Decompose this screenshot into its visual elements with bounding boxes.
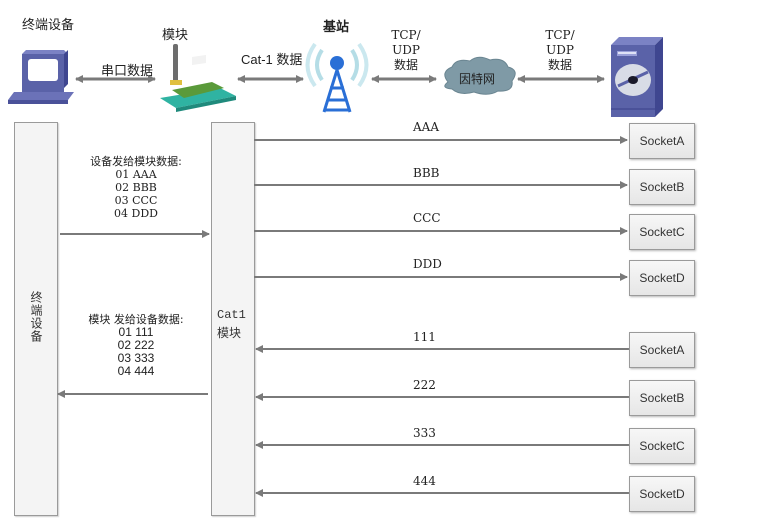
base-station-tower-icon xyxy=(305,42,369,113)
module-to-device-line: 04 444 xyxy=(117,364,155,378)
device-to-module-line: 04 DDD xyxy=(114,207,158,220)
socket-d-in: SocketD xyxy=(629,476,695,512)
cat1-data-label: Cat-1 数据 xyxy=(241,52,303,67)
udp-text: UDP xyxy=(392,43,420,57)
cat1-module-lane: Cat1 模块 xyxy=(211,122,255,516)
server-icon xyxy=(611,37,663,117)
device-to-module-line: 02 BBB xyxy=(115,181,157,194)
tcp-text: TCP/ xyxy=(545,28,575,42)
device-to-module-line: 03 CCC xyxy=(114,194,158,207)
data-text: 数据 xyxy=(547,58,572,72)
socket-a-in: SocketA xyxy=(629,332,695,368)
cat1-lane-label: Cat1 xyxy=(217,308,246,322)
device-to-module-note: 设备发给模块数据: 01 AAA 02 BBB 03 CCC 04 DDD xyxy=(62,155,210,220)
socket-a-out: SocketA xyxy=(629,123,695,159)
module-to-device-line: 02 222 xyxy=(117,338,155,352)
module-label: 模块 xyxy=(162,28,189,43)
tcp-udp-right-label: TCP/ UDP 数据 xyxy=(542,28,578,73)
outgoing-data-label: CCC xyxy=(413,211,441,225)
outgoing-data-label: DDD xyxy=(413,257,442,271)
module-to-device-line: 03 333 xyxy=(117,351,155,365)
outgoing-data-label: BBB xyxy=(413,166,440,180)
incoming-data-label: 333 xyxy=(413,426,436,440)
module-to-device-line: 01 111 xyxy=(118,325,154,339)
module-to-device-note: 模块 发给设备数据: 01 111 02 222 03 333 04 444 xyxy=(62,313,210,378)
module-to-device-title: 模块 发给设备数据: xyxy=(88,313,184,326)
incoming-data-label: 222 xyxy=(413,378,436,392)
tcp-udp-left-label: TCP/ UDP 数据 xyxy=(388,28,424,73)
base-station-label: 基站 xyxy=(323,20,350,35)
socket-d-out: SocketD xyxy=(629,260,695,296)
internet-label: 因特网 xyxy=(459,72,496,86)
udp-text: UDP xyxy=(546,43,574,57)
tcp-text: TCP/ xyxy=(391,28,421,42)
outgoing-data-label: AAA xyxy=(413,120,439,134)
data-text: 数据 xyxy=(393,58,418,72)
incoming-data-label: 444 xyxy=(413,474,436,488)
terminal-device-lane: 终端设备 xyxy=(14,122,58,516)
internet-cloud-icon xyxy=(444,56,516,95)
incoming-data-label: 111 xyxy=(413,330,436,344)
device-to-module-line: 01 AAA xyxy=(115,168,157,181)
module-icon xyxy=(160,44,236,112)
terminal-device-lane-label: 终端设备 xyxy=(29,291,43,343)
socket-b-in: SocketB xyxy=(629,380,695,416)
computer-icon xyxy=(8,50,74,104)
terminal-device-label: 终端设备 xyxy=(22,18,75,33)
device-to-module-title: 设备发给模块数据: xyxy=(90,155,182,168)
socket-c-out: SocketC xyxy=(629,214,695,250)
socket-b-out: SocketB xyxy=(629,169,695,205)
module-lane-label: 模块 xyxy=(217,326,242,340)
socket-c-in: SocketC xyxy=(629,428,695,464)
